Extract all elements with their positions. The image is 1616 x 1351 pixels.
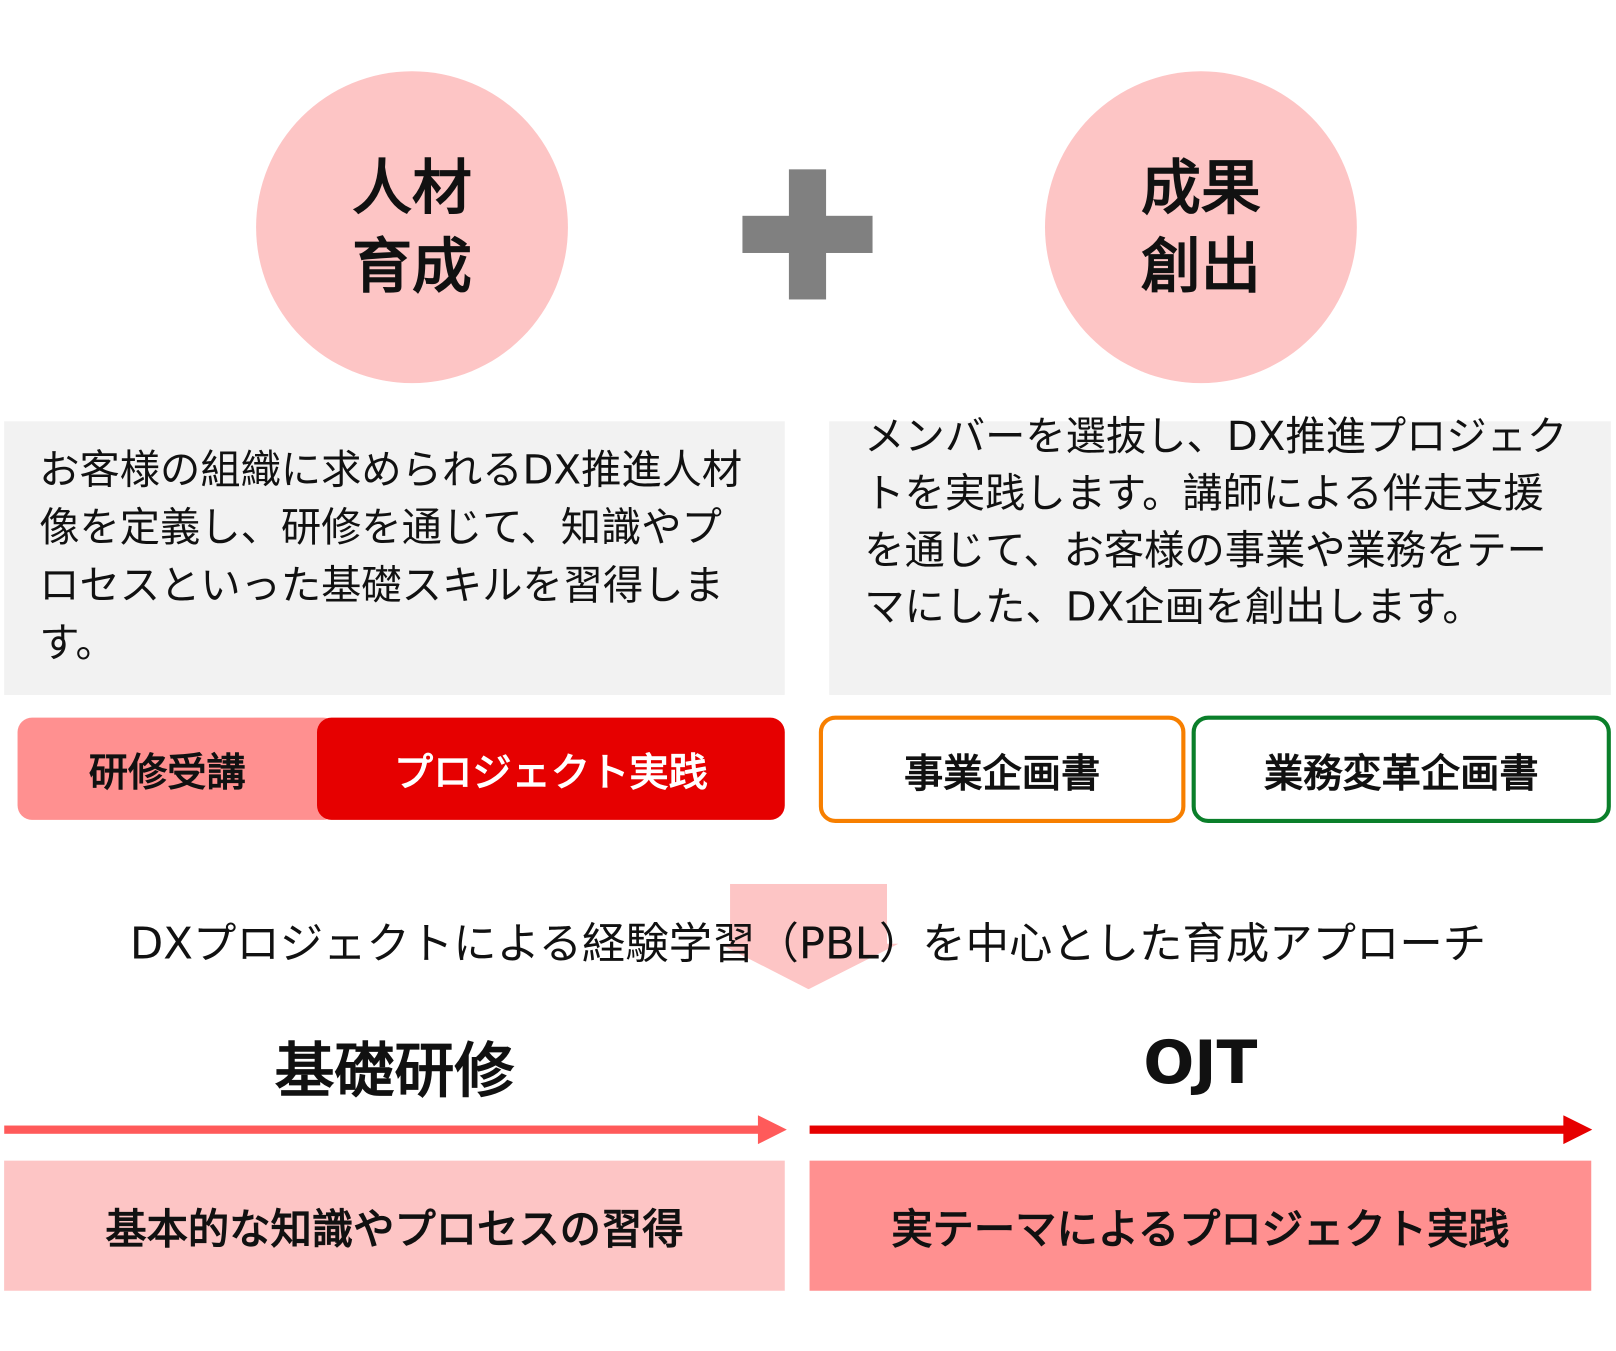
right-phase-box: 実テーマによるプロジェクト実践 bbox=[809, 1160, 1592, 1291]
talent-development-circle: 人材 育成 bbox=[256, 71, 568, 384]
plus-icon bbox=[742, 169, 873, 300]
tag-training: 研修受講 bbox=[17, 717, 338, 820]
right-phase-title: OJT bbox=[1143, 1027, 1258, 1098]
down-arrow-icon bbox=[722, 883, 899, 990]
left-phase-box: 基本的な知識やプロセスの習得 bbox=[4, 1160, 785, 1291]
right-arrow-line bbox=[809, 1115, 1593, 1145]
tag-project-practice: プロジェクト実践 bbox=[317, 717, 785, 820]
right-description: メンバーを選抜し、DX推進プロジェクトを実践します。講師による伴走支援を通じて、… bbox=[864, 414, 1568, 631]
result-creation-circle: 成果 創出 bbox=[1044, 71, 1357, 384]
tag-business-plan: 事業企画書 bbox=[818, 715, 1186, 823]
left-arrow-line bbox=[4, 1115, 787, 1145]
approach-caption: DXプロジェクトによる経験学習（PBL）を中心とした育成アプローチ bbox=[129, 917, 1487, 969]
tag-business-transformation-plan: 業務変革企画書 bbox=[1191, 715, 1611, 823]
left-description: お客様の組織に求められるDX推進人材像を定義し、研修を通じて、知識やプロセスとい… bbox=[4, 421, 785, 695]
left-phase-title: 基礎研修 bbox=[274, 1035, 515, 1106]
